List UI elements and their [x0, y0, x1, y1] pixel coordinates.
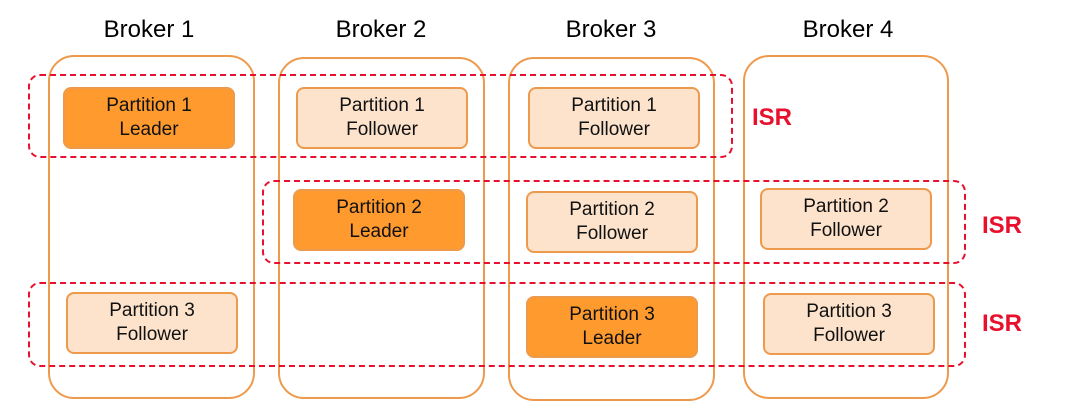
partition-name: Partition 3 [569, 304, 655, 325]
isr-group-partition-2 [262, 180, 966, 264]
partition-3-follower-broker-1: Partition 3 Follower [66, 292, 238, 354]
partition-role: Follower [813, 325, 885, 346]
isr-label-partition-3: ISR [982, 310, 1023, 337]
partition-1-follower-broker-3: Partition 1 Follower [528, 87, 700, 149]
partition-2-follower-broker-3: Partition 2 Follower [526, 191, 698, 253]
partition-name: Partition 2 [336, 197, 422, 218]
isr-group-partition-1 [28, 74, 733, 158]
partition-role: Follower [576, 223, 648, 244]
broker-1-container [48, 55, 255, 399]
broker-2-container [278, 57, 485, 399]
partition-role: Leader [349, 221, 409, 242]
partition-name: Partition 3 [806, 301, 892, 322]
isr-group-partition-3 [28, 282, 966, 367]
broker-4-container [743, 55, 949, 399]
partition-3-leader-broker-3: Partition 3 Leader [526, 296, 698, 358]
partition-2-follower-broker-4: Partition 2 Follower [760, 188, 932, 250]
partition-name: Partition 1 [571, 95, 657, 116]
isr-label-partition-2: ISR [982, 212, 1023, 239]
broker-4-title: Broker 4 [802, 16, 894, 43]
partition-role: Follower [116, 324, 188, 345]
broker-2-title: Broker 2 [335, 16, 427, 43]
broker-1-title: Broker 1 [103, 16, 195, 43]
partition-role: Follower [578, 119, 650, 140]
partition-role: Leader [119, 119, 179, 140]
partition-1-follower-broker-2: Partition 1 Follower [296, 87, 468, 149]
partition-1-leader-broker-1: Partition 1 Leader [63, 87, 235, 149]
partition-name: Partition 2 [803, 196, 889, 217]
isr-label-partition-1: ISR [752, 104, 793, 131]
partition-role: Follower [346, 119, 418, 140]
partition-name: Partition 1 [339, 95, 425, 116]
partition-role: Leader [582, 328, 642, 349]
partition-name: Partition 2 [569, 199, 655, 220]
partition-role: Follower [810, 220, 882, 241]
broker-3-title: Broker 3 [565, 16, 657, 43]
partition-name: Partition 3 [109, 300, 195, 321]
broker-3-container [508, 57, 715, 401]
partition-3-follower-broker-4: Partition 3 Follower [763, 293, 935, 355]
partition-2-leader-broker-2: Partition 2 Leader [293, 189, 465, 251]
partition-name: Partition 1 [106, 95, 192, 116]
